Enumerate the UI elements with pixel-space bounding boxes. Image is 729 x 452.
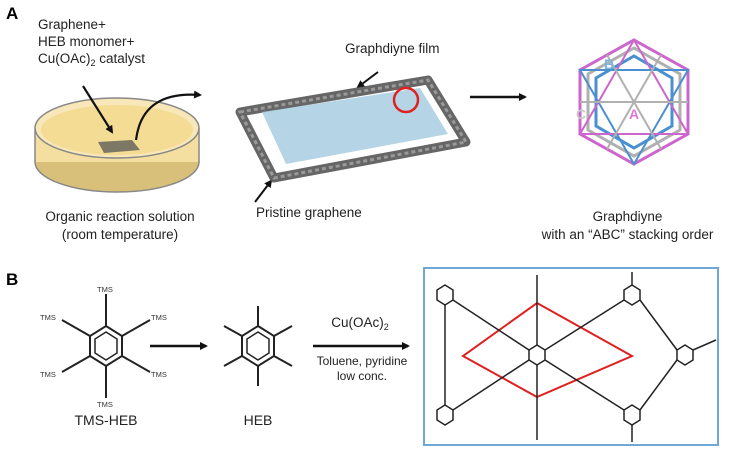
panel-label-a: A [6,4,19,23]
catalyst-label: Cu(OAc)2 [310,314,410,333]
solution-line-1: Organic reaction solution [45,209,195,224]
conditions-line-2: low conc. [336,369,388,383]
solution-line-2: (room temperature) [61,227,179,242]
graphene-sample [98,140,140,153]
catalyst-text: Cu(OAc) [331,315,384,330]
reagents-line-2: HEB monomer+ [38,34,135,49]
highlight-circle [392,86,420,114]
network-frame [423,267,719,446]
stack-letter-a: A [629,106,640,122]
graphdiyne-film [262,88,448,164]
graphene-pointer-arrow [254,179,273,203]
heb-molecule [223,306,293,386]
abc-lattice [578,37,690,167]
reagents-line-1: Graphene+ [38,17,106,32]
graphene-label: Pristine graphene [256,205,362,220]
film-label: Graphdiyne film [345,41,440,56]
tms-group-lower-right: TMS [151,370,167,379]
heb-label: HEB [243,412,273,428]
transfer-arrow [134,90,202,141]
tms-group-top: TMS [97,285,113,294]
tms-heb-molecule [61,294,151,398]
reagents-catalyst-tail: catalyst [95,51,146,66]
reagent-arrow [82,85,114,134]
catalyst-subscript: 2 [383,322,389,332]
tms-heb-label: TMS-HEB [74,412,138,428]
film-pointer-arrow [356,71,379,89]
tms-group-upper-left: TMS [40,313,56,322]
reagents-catalyst-subscript: 2 [90,58,96,68]
reagents-line-3: Cu(OAc)2 catalyst [38,50,145,69]
conditions-line-1: Toluene, pyridine [316,354,408,368]
petri-dish [34,97,200,193]
stack-letter-b: B [604,56,615,72]
reagents-catalyst: Cu(OAc) [38,51,91,66]
product-line-2: with an “ABC” stacking order [541,227,714,242]
panel-label-b: B [6,270,19,289]
graphene-sheet [235,75,471,183]
tms-group-lower-left: TMS [40,370,56,379]
stack-letter-c: C [576,106,587,122]
product-line-1: Graphdiyne [592,209,663,224]
tms-group-upper-right: TMS [151,313,167,322]
graphdiyne-network [423,267,719,446]
tms-group-bottom: TMS [97,400,113,409]
